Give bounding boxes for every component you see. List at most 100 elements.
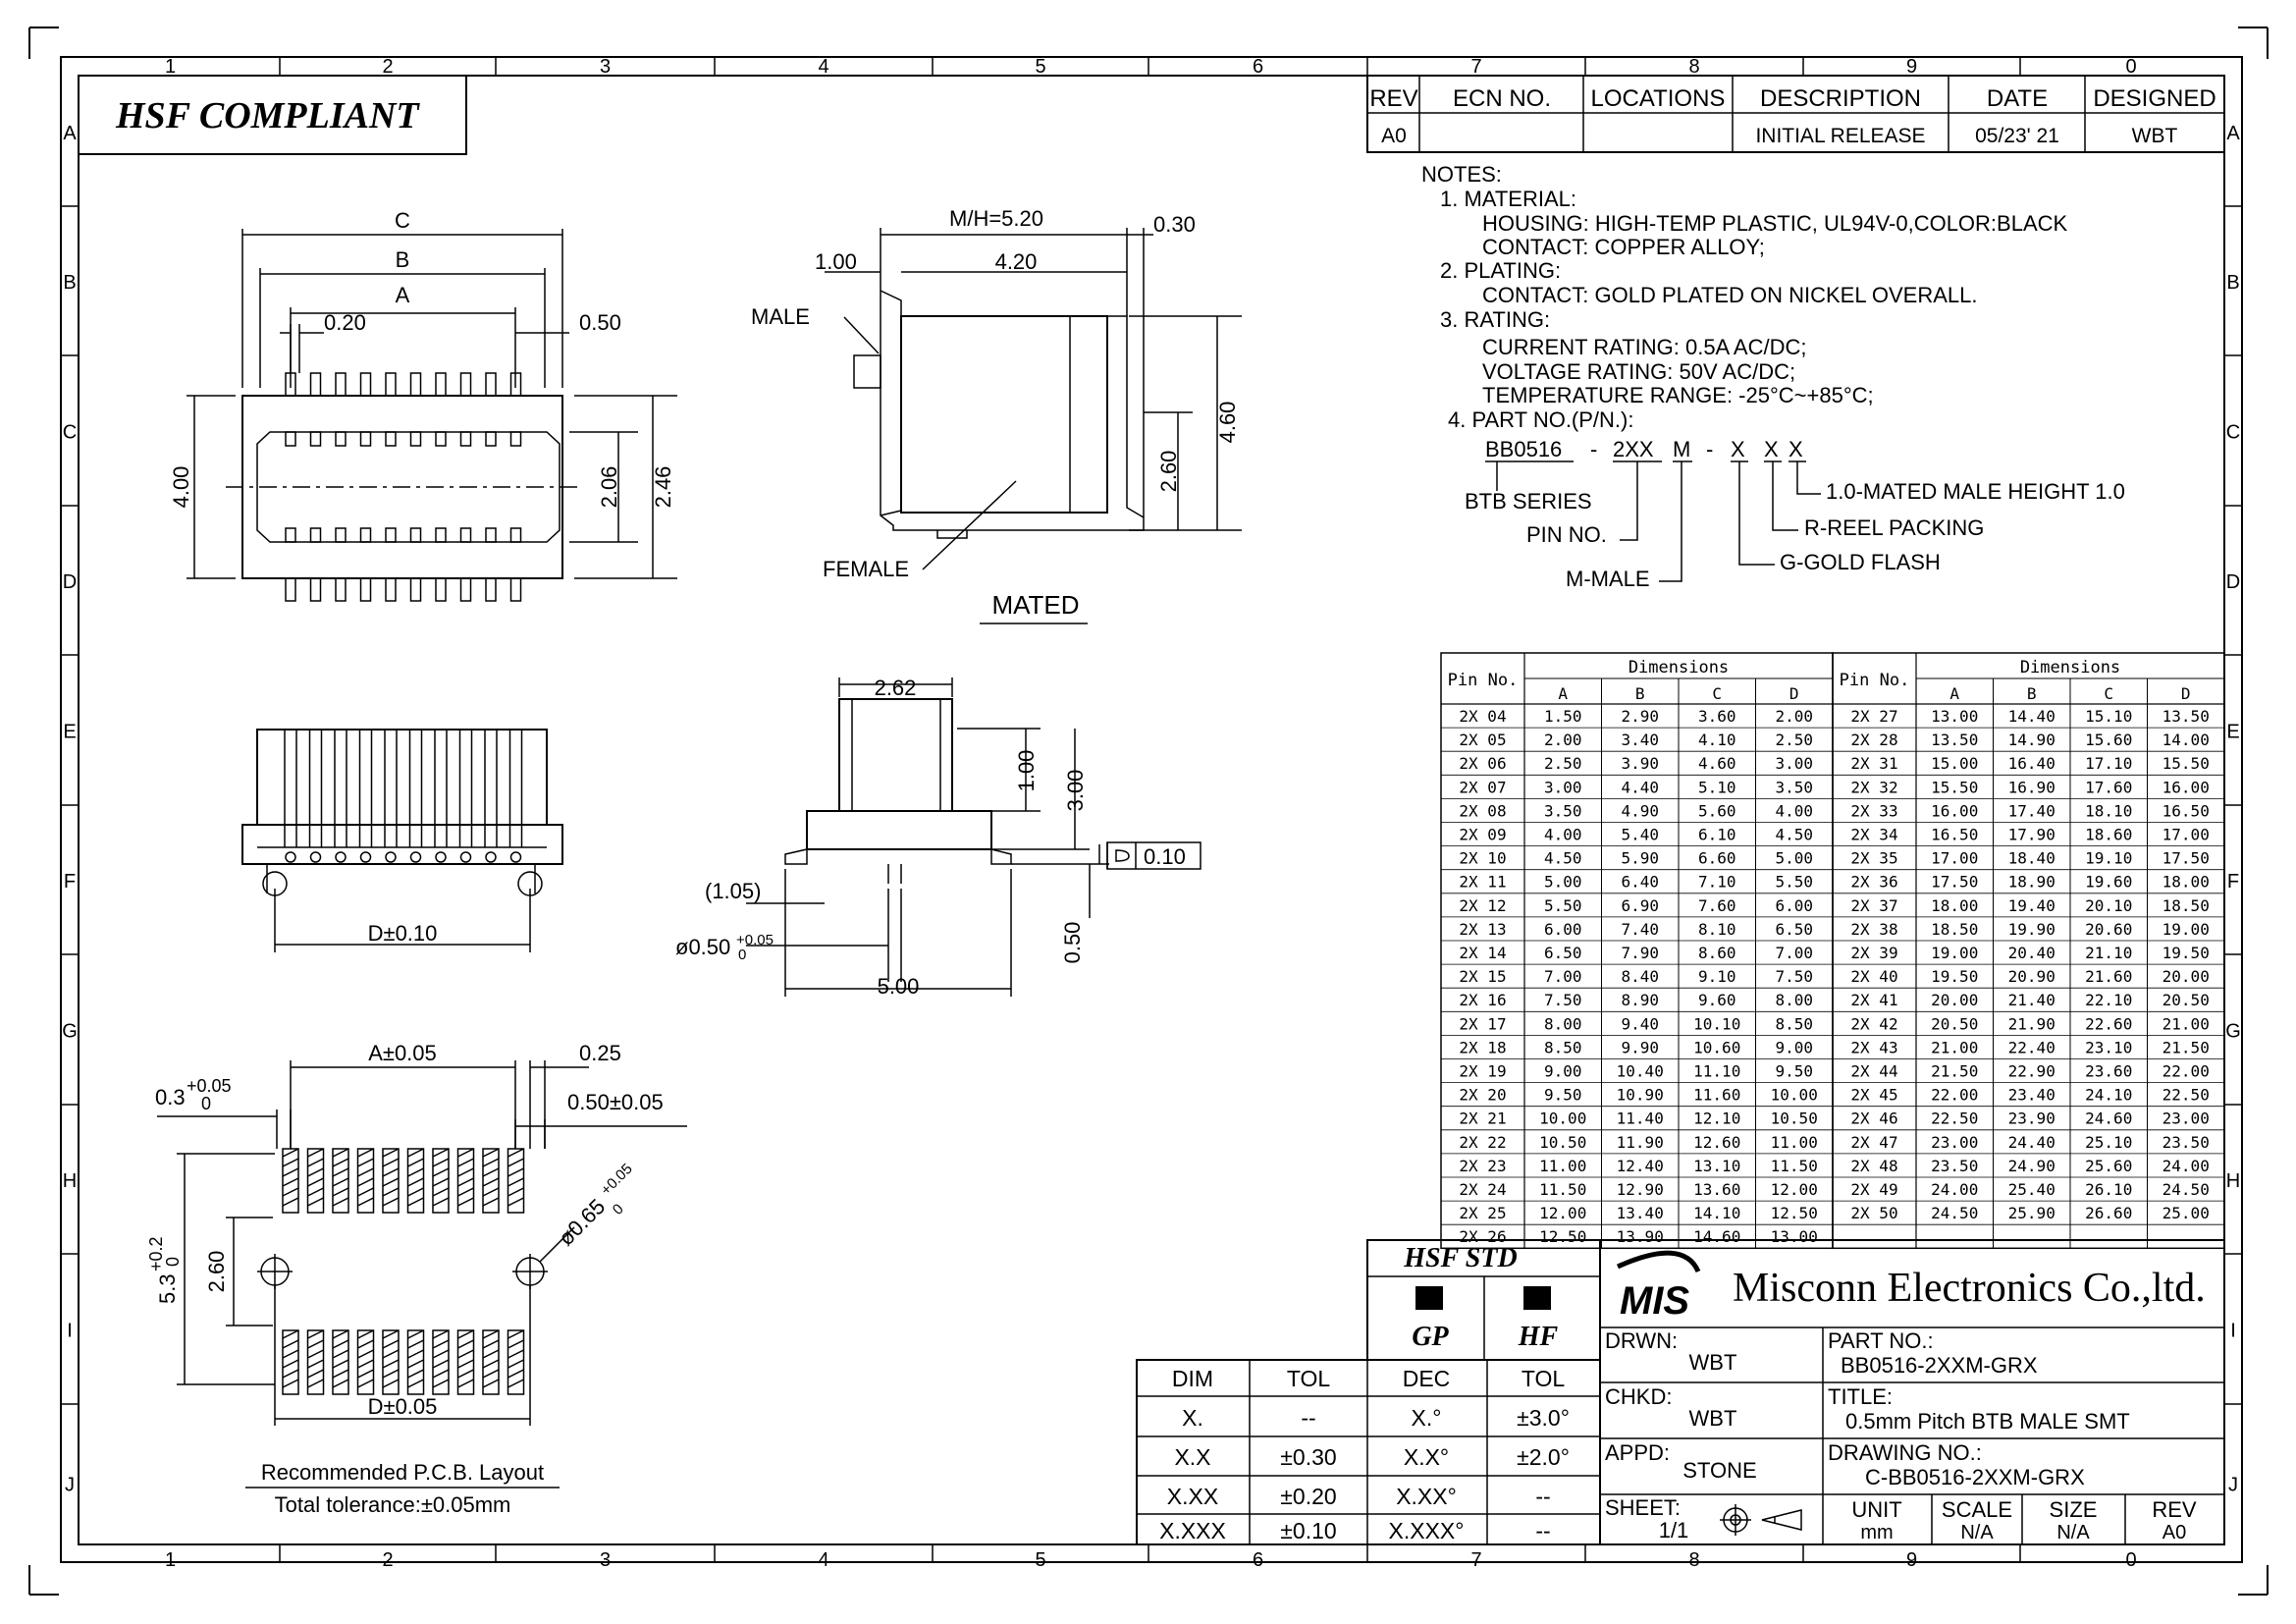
pcb-pad-hatch (432, 1167, 450, 1177)
dim-table-cell: 9.10 (1698, 967, 1736, 986)
dim-table-pin: 2X 24 (1459, 1180, 1506, 1199)
rev-label: REV (2152, 1497, 2197, 1522)
pcb-pad-hatch (332, 1359, 349, 1369)
top-view-pins (285, 372, 522, 602)
company-name: Misconn Electronics Co.,ltd. (1733, 1266, 2206, 1311)
tol-cell: X.X° (1404, 1444, 1449, 1470)
top-pin-lower (485, 577, 497, 602)
pcb-pad-hatch (282, 1197, 299, 1207)
dim-table-pin: 2X 27 (1850, 707, 1897, 726)
dim-table-pin: 2X 25 (1459, 1204, 1506, 1222)
dim-table-cell: 14.90 (2008, 731, 2056, 749)
pcb-pad (382, 1148, 400, 1214)
dim-table-cell: 21.50 (1931, 1062, 1978, 1081)
grid-col-label: 7 (1470, 56, 1481, 78)
dim-table-pin: 2X 38 (1850, 920, 1897, 939)
pcb-pad (507, 1148, 525, 1214)
grid-col-label: 6 (1253, 56, 1263, 78)
pcb-pad-hatch (407, 1177, 424, 1187)
dim-table-pin: 2X 08 (1459, 801, 1506, 820)
dim-table-cell: 9.90 (1621, 1038, 1659, 1056)
dim-table-cell: 8.10 (1698, 920, 1736, 939)
dim-table-cell: 14.00 (2163, 731, 2210, 749)
dim-table-cell: 7.00 (1775, 944, 1813, 962)
tol-cell: ±3.0° (1517, 1405, 1570, 1431)
dim-table-cell: 24.00 (1931, 1180, 1978, 1199)
dim-table-cell: 16.40 (2008, 754, 2056, 773)
tol-header: DEC (1403, 1366, 1451, 1391)
dim-table-cell: 9.60 (1698, 991, 1736, 1009)
dim-table-pin: 2X 45 (1850, 1086, 1897, 1105)
pcb-pad-hatch (282, 1329, 299, 1339)
dim-table-cell: 8.50 (1775, 1014, 1813, 1033)
dim-table-dim-header: Dimensions (1629, 658, 1729, 677)
title-value: 0.5mm Pitch BTB MALE SMT (1845, 1409, 2130, 1434)
dim-table-cell: 8.40 (1621, 967, 1659, 986)
top-contact-lower (335, 527, 347, 543)
rev-header-locations: LOCATIONS (1591, 85, 1726, 112)
dim-table-cell: 8.60 (1698, 944, 1736, 962)
pcb-pad-hatch (332, 1369, 349, 1379)
pcb-pad-hatch (507, 1339, 524, 1349)
top-pin-lower (285, 577, 296, 602)
pcb-pad (382, 1329, 400, 1395)
dim-table-cell: 12.90 (1617, 1180, 1664, 1199)
tol-cell: X.XXX° (1389, 1518, 1465, 1543)
hsf-std-block: HSF STD GP HF (1366, 1239, 1601, 1361)
grid-row-label: A (63, 123, 77, 144)
top-pin-upper (385, 372, 397, 397)
dim-table-pin-header: Pin No. (1448, 671, 1519, 690)
dim-table-cell: 3.50 (1775, 778, 1813, 796)
dim-table-cell: 8.00 (1775, 991, 1813, 1009)
dim-table-cell: 18.00 (1931, 896, 1978, 915)
front-view-pins (284, 730, 523, 863)
pcb-pad-hatch (307, 1167, 324, 1177)
pcb-pad-hatch (507, 1187, 524, 1197)
dim-table-cell: 10.00 (1771, 1086, 1818, 1105)
dim-pcb-hole: ø0.65 (554, 1194, 610, 1250)
dim-table-pin: 2X 19 (1459, 1062, 1506, 1081)
dim-table-pin: 2X 35 (1850, 849, 1897, 868)
dim-table-cell: 19.50 (1931, 967, 1978, 986)
grid-row-label: H (2226, 1170, 2240, 1192)
top-contact-upper (335, 431, 347, 447)
dim-table-cell: 22.10 (2085, 991, 2132, 1009)
pcb-pad-hatch (482, 1177, 500, 1187)
dim-table-pin: 2X 14 (1459, 944, 1506, 962)
dim-post-dia: ø0.50 (675, 935, 730, 959)
dim-table-cell: 9.00 (1775, 1038, 1813, 1056)
top-view (187, 229, 677, 602)
dim-table-cell: 6.60 (1698, 849, 1736, 868)
dim-table-pin: 2X 36 (1850, 873, 1897, 892)
pcb-pad (406, 1329, 425, 1395)
pcb-pad-hatch (382, 1339, 400, 1349)
top-contact-upper (485, 431, 497, 447)
dim-a: A (396, 283, 410, 307)
pcb-pad (482, 1329, 500, 1395)
pcb-pad-hatch (357, 1359, 374, 1369)
rev-value-date: 05/23' 21 (1975, 125, 2059, 147)
grid-col-label: 9 (1906, 56, 1917, 78)
dim-mated-height: M/H=5.20 (949, 206, 1043, 231)
pcb-pad (356, 1329, 375, 1395)
dim-table-cell: 7.10 (1698, 873, 1736, 892)
grid-col-label: 8 (1688, 56, 1699, 78)
pcb-pad-hatch (507, 1148, 524, 1158)
top-contact-lower (359, 527, 372, 543)
dim-table-pin: 2X 28 (1850, 731, 1897, 749)
top-pin-lower (459, 577, 472, 602)
dim-table-cell: 23.00 (1931, 1133, 1978, 1152)
top-contact-upper (409, 431, 422, 447)
grid-col-label: 9 (1906, 1549, 1917, 1571)
dim-table-cell: 22.60 (2085, 1014, 2132, 1033)
grid-row-label: H (63, 1170, 77, 1192)
pcb-pad-hatch (357, 1349, 374, 1359)
dim-pcb-offset-up: +0.05 (187, 1076, 232, 1096)
dim-table-cell: 4.60 (1698, 754, 1736, 773)
pcb-labels: A±0.05 0.25 0.3 +0.05 0 0.50±0.05 5.3 +0… (146, 1041, 664, 1517)
dim-table-cell: 11.90 (1617, 1133, 1664, 1152)
top-contact-upper (285, 431, 296, 447)
pcb-pad-hatch (407, 1359, 424, 1369)
dim-table-cell: 5.60 (1698, 801, 1736, 820)
front-pin-tail (485, 851, 497, 863)
